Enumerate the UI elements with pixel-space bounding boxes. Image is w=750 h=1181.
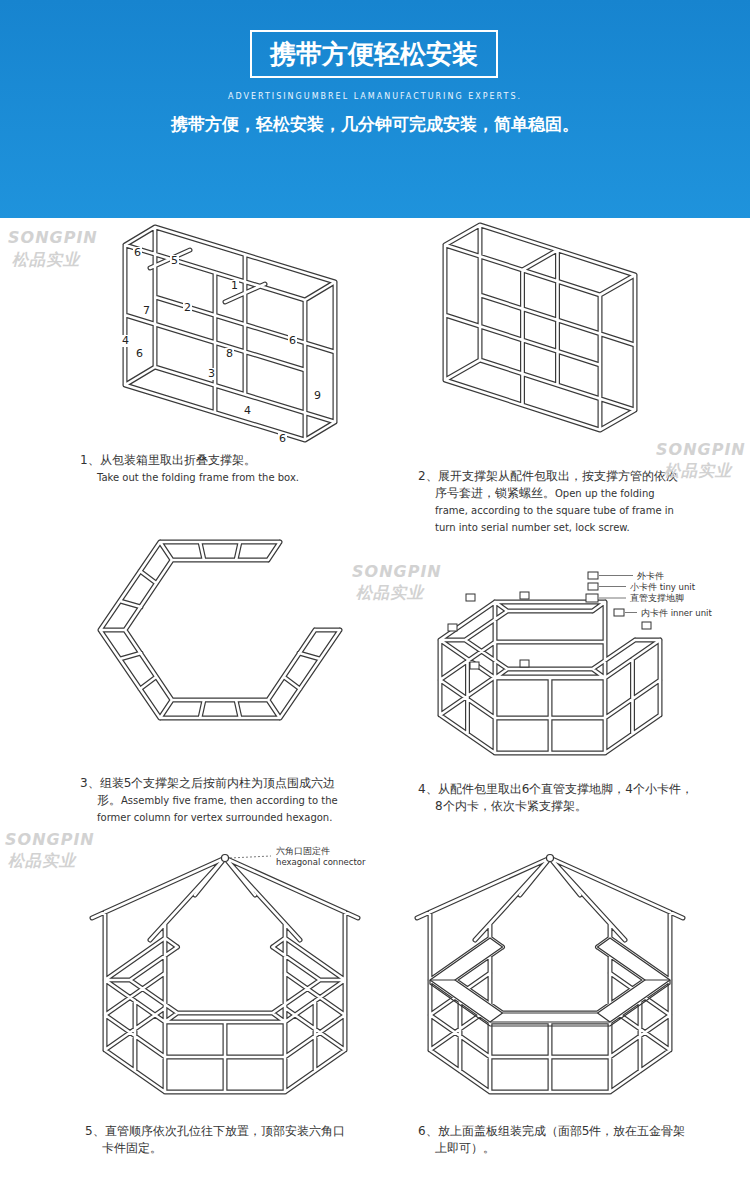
callout-number: 6 <box>135 348 144 360</box>
caption-block: 1、从包装箱里取出折叠支撑架。Take out the folding fram… <box>80 452 370 486</box>
step-caption: 6、放上面盖板组装完成（面部5件，放在五金骨架上即可）。 <box>418 1124 685 1155</box>
watermark-text: SONGPIN <box>656 440 746 459</box>
watermark-text: 松品实业 <box>8 851 76 870</box>
watermark-text: SONGPIN <box>5 830 95 849</box>
watermark-text: SONGPIN <box>352 562 442 581</box>
part-label: 直管支撑地脚 <box>629 593 685 603</box>
part-label: 外卡件 <box>636 571 665 581</box>
cover-seam <box>430 980 670 1026</box>
watermark-text: 松品实业 <box>12 250 80 269</box>
callout-number: 9 <box>313 390 322 402</box>
frame-fill <box>440 602 660 753</box>
callout-number: 2 <box>183 302 192 314</box>
subtitle-text: ADVERTISINGUMBREL LAMANUFACTURING EXPERT… <box>0 92 750 102</box>
step-caption: 4、从配件包里取出6个直管支撑地脚，4个小卡件，8个内卡，依次卡紧支撑架。 <box>418 782 693 813</box>
watermark-text: 松品实业 <box>356 583 424 602</box>
clamp-icon <box>448 624 457 631</box>
leader-line <box>230 856 271 858</box>
caption-block: 6、放上面盖板组装完成（面部5件，放在五金骨架上即可）。 <box>418 1123 693 1157</box>
callout-number: 6 <box>288 335 297 347</box>
header-band: ADVERTISINGUMBREL LAMANUFACTURING EXPERT… <box>0 0 750 218</box>
callout-number: 6 <box>133 247 142 259</box>
frame-outline <box>125 227 335 440</box>
clamp-icon <box>614 609 624 616</box>
clamp-icon <box>520 592 529 599</box>
clamp-icons <box>448 572 651 669</box>
caption-block: 3、组装5个支撑架之后按前内柱为顶点围成六边形。Assembly five fr… <box>80 775 355 826</box>
clamp-icon <box>470 662 479 669</box>
tagline-text: 携带方便，轻松安装，几分钟可完成安装，简单稳固。 <box>0 113 750 135</box>
callout-number: 8 <box>225 348 234 360</box>
hexagon-connector <box>547 855 554 862</box>
callout-number: 4 <box>243 405 252 417</box>
caption-block: 2、展开支撑架从配件包取出，按支撑方管的依次序号套进，锁紧螺丝。Open up … <box>418 468 680 536</box>
watermark-text: 松品实业 <box>664 461 732 480</box>
part-label: 六角口固定件 <box>275 846 331 856</box>
frame-outline <box>445 225 635 430</box>
callout-number: 5 <box>170 255 179 267</box>
caption-english: Take out the folding frame from the box. <box>97 469 370 486</box>
part-label: 内卡件 inner unit <box>640 608 713 618</box>
frame-outline <box>100 542 340 718</box>
clamp-icon <box>588 572 598 579</box>
caption-english: Assembly five frame, then according to t… <box>97 795 338 823</box>
hexagon-connector <box>222 855 229 862</box>
callout-number: 6 <box>278 433 287 445</box>
frame-outline <box>440 602 660 753</box>
part-label: 小卡件 tiny unit <box>629 582 696 592</box>
title-box: 携带方便轻松安装 <box>250 30 498 78</box>
part-label: hexagonal connector <box>275 857 367 867</box>
step-caption: 1、从包装箱里取出折叠支撑架。 <box>97 452 370 469</box>
callout-number: 7 <box>142 305 151 317</box>
title-text: 携带方便轻松安装 <box>270 38 478 70</box>
clamp-icon <box>520 660 529 667</box>
frame-fill <box>445 225 635 430</box>
clamp-icon <box>588 583 598 590</box>
frame-outline <box>417 858 683 1092</box>
frame-fill <box>92 858 358 1092</box>
caption-block: 5、直管顺序依次孔位往下放置，顶部安装六角口卡件固定。 <box>85 1123 347 1157</box>
watermark-text: SONGPIN <box>8 228 98 247</box>
frame-outline <box>92 858 358 1092</box>
frame-fill <box>100 542 340 718</box>
step-caption: 5、直管顺序依次孔位往下放置，顶部安装六角口卡件固定。 <box>85 1124 345 1155</box>
frame-fill <box>417 858 683 1092</box>
clamp-icon <box>466 594 475 601</box>
caption-block: 4、从配件包里取出6个直管支撑地脚，4个小卡件，8个内卡，依次卡紧支撑架。 <box>418 781 693 815</box>
callout-number: 1 <box>230 280 239 292</box>
callout-number: 4 <box>121 335 130 347</box>
clamp-icon <box>586 594 598 602</box>
clamp-icon <box>642 622 651 629</box>
frame-fill <box>125 227 335 440</box>
callout-number: 3 <box>207 368 216 380</box>
